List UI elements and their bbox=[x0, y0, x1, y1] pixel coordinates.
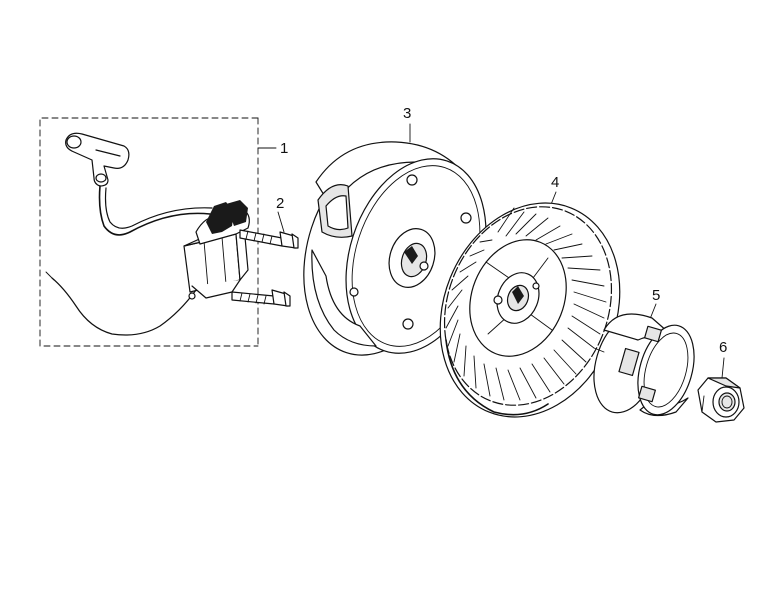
mount-hole bbox=[460, 212, 472, 224]
ignition-coil-body bbox=[183, 200, 250, 299]
callout-4: 4 bbox=[551, 174, 559, 191]
mount-hole bbox=[402, 318, 414, 330]
bolt-lower bbox=[231, 289, 291, 307]
callout-1: 1 bbox=[280, 140, 288, 157]
flywheel bbox=[439, 191, 621, 418]
coil-mounting-bolts bbox=[231, 211, 299, 307]
ground-wire bbox=[51, 277, 197, 336]
leader-line-6 bbox=[721, 357, 725, 379]
callout-2: 2 bbox=[276, 195, 284, 212]
mount-hole bbox=[349, 287, 359, 297]
flywheel-nut bbox=[697, 357, 745, 423]
cooling-fins bbox=[445, 207, 607, 401]
high-tension-lead bbox=[98, 185, 211, 236]
pulley-slot bbox=[644, 325, 662, 343]
pulley-slot bbox=[638, 385, 656, 403]
group-dashed-box bbox=[39, 117, 259, 347]
bolt-upper bbox=[239, 229, 299, 249]
callout-5: 5 bbox=[652, 287, 660, 304]
pulley-slot bbox=[618, 347, 640, 377]
mount-hole bbox=[406, 174, 418, 186]
spark-plug-cap bbox=[65, 132, 130, 187]
starter-pulley bbox=[593, 303, 695, 417]
leader-line-2 bbox=[277, 211, 285, 233]
ignition-coil-assembly bbox=[39, 117, 277, 347]
callout-3: 3 bbox=[403, 105, 411, 122]
callout-6: 6 bbox=[719, 339, 727, 356]
